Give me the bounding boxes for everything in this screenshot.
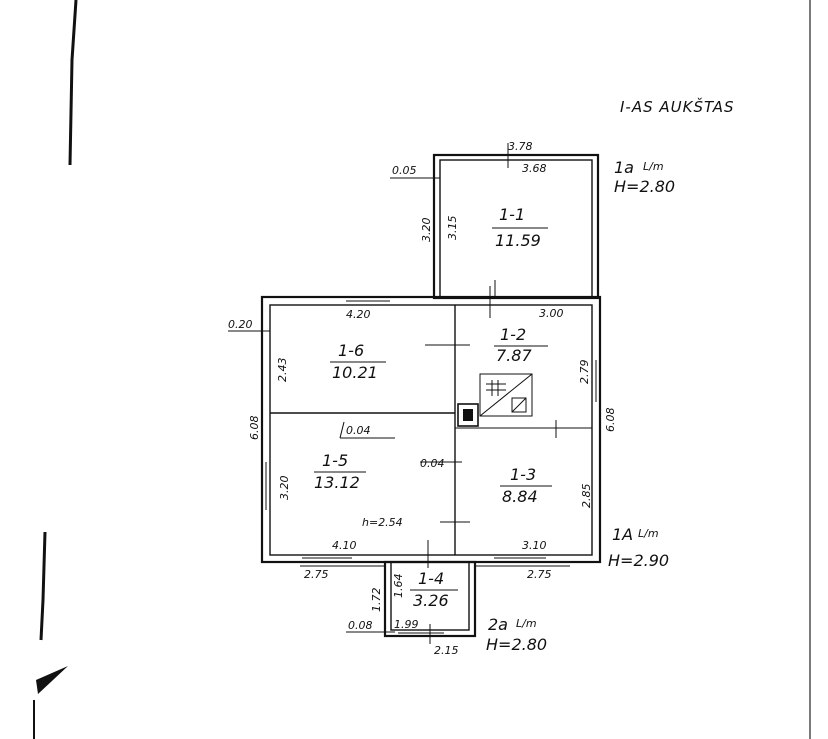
room-1-2-area: 7.87	[496, 346, 532, 365]
dim-room-1-2-height: 2.79	[578, 360, 591, 385]
scan-mark-top	[68, 0, 78, 166]
dim-partition-b: 0.04	[420, 457, 445, 470]
room-1-4-area: 3.26	[413, 591, 449, 610]
room-1-6-area: 10.21	[332, 363, 378, 382]
room-1-5-area: 13.12	[314, 473, 360, 492]
dim-partition-a-tick	[339, 421, 345, 439]
note-2a-fraction: L/m	[516, 617, 537, 630]
note-2a-label: 2a	[488, 615, 508, 634]
dim-room-1-4-wall: 0.08	[348, 619, 373, 632]
dim-room-1-6-width: 4.20	[346, 308, 371, 321]
scan-mark-left	[39, 531, 47, 641]
stair-box	[511, 397, 527, 413]
stair-diagonal	[479, 373, 533, 417]
dim-right-total: 6.08	[604, 408, 617, 433]
dim-room-1-5-width: 4.10	[332, 539, 357, 552]
note-1A-height: H=2.90	[608, 551, 669, 570]
dim-bottom-right: 2.75	[527, 568, 552, 581]
room-1-1-area: 11.59	[495, 231, 541, 250]
dim-partition-a: 0.04	[346, 424, 371, 437]
dim-room-1-4-height-inner: 1.64	[392, 574, 405, 599]
staircase	[479, 373, 533, 417]
dim-room-1-2-width: 3.00	[539, 307, 564, 320]
chimney-core	[463, 409, 473, 421]
stair-box-diag	[511, 397, 527, 413]
ceiling-height: h=2.54	[362, 516, 403, 529]
room-1-4-number: 1-4	[418, 569, 444, 588]
note-1a-label: 1a	[614, 158, 634, 177]
dim-bottom-left: 2.75	[304, 568, 329, 581]
dim-top-wall: 0.05	[392, 164, 417, 177]
dim-room-1-6-height: 2.43	[276, 358, 289, 383]
dim-top-inner: 3.68	[522, 162, 547, 175]
dim-room-1-1-height-inner: 3.15	[446, 216, 459, 241]
chimney	[457, 403, 479, 427]
dim-room-1-3-width: 3.10	[522, 539, 547, 552]
dim-room-1-4-width-inner: 1.99	[394, 618, 419, 631]
note-2a-height: H=2.80	[486, 635, 547, 654]
room-1-1-inner-wall	[439, 159, 593, 299]
room-1-5-number: 1-5	[322, 451, 348, 470]
dim-left-total: 6.08	[248, 416, 261, 441]
room-1-1-number: 1-1	[499, 205, 525, 224]
dim-room-1-5-height: 3.20	[278, 476, 291, 501]
note-1A-fraction: L/m	[638, 527, 659, 540]
dim-room-1-1-height-outer: 3.20	[420, 218, 433, 243]
scan-mark-bottom-left	[36, 666, 68, 694]
note-1a-fraction: L/m	[643, 160, 664, 173]
main-inner-wall	[269, 304, 593, 556]
dim-top-outer: 3.78	[508, 140, 533, 153]
dim-room-1-4-width-outer: 2.15	[434, 644, 459, 657]
room-1-3-area: 8.84	[502, 487, 538, 506]
note-1A-label: 1A	[612, 525, 633, 544]
main-outer-wall	[260, 295, 602, 564]
room-1-6-number: 1-6	[338, 341, 364, 360]
room-1-3-number: 1-3	[510, 465, 536, 484]
room-1-2-number: 1-2	[500, 325, 526, 344]
dim-room-1-3-height: 2.85	[580, 484, 593, 509]
dim-room-1-4-height-outer: 1.72	[370, 588, 383, 613]
plan-title: I-AS AUKŠTAS	[620, 97, 735, 116]
note-1a-height: H=2.80	[614, 177, 675, 196]
dim-left-wall: 0.20	[228, 318, 253, 331]
